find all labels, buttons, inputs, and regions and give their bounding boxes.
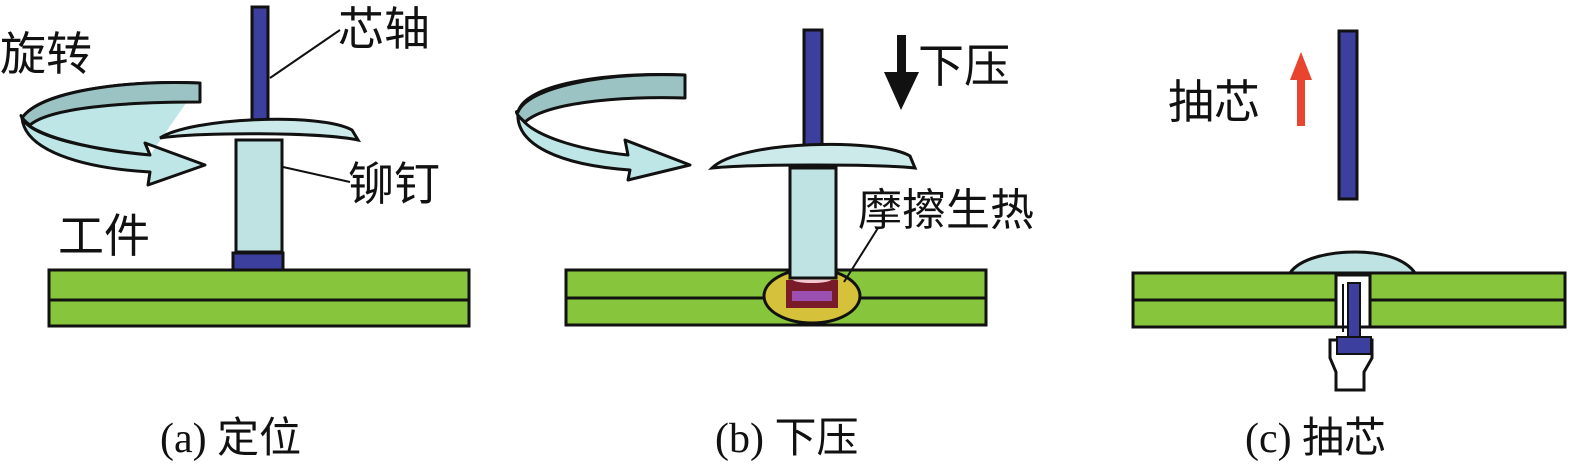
leader-line-rivet xyxy=(282,166,351,183)
caption-b: (b) 下压 xyxy=(715,416,858,462)
workpiece-plates xyxy=(47,268,471,328)
rivet-shank-a xyxy=(234,138,284,254)
label-rotation: 旋转 xyxy=(0,27,92,81)
caption-a: (a) 定位 xyxy=(160,415,301,462)
mandrel-c xyxy=(1337,29,1359,201)
label-rivet: 铆钉 xyxy=(348,157,440,211)
press-down-arrow-icon xyxy=(884,35,919,110)
label-mandrel: 芯轴 xyxy=(338,2,430,56)
rotation-arrow-icon xyxy=(19,81,207,187)
label-press: 下压 xyxy=(918,39,1010,93)
rivet-head-c xyxy=(1287,250,1418,275)
panel-a: 旋转 芯轴 铆钉 工件 (a) 定位 xyxy=(0,2,471,462)
label-friction-heat: 摩擦生热 xyxy=(858,185,1034,236)
caption-c: (c) 抽芯 xyxy=(1245,416,1386,462)
leader-line-friction-heat xyxy=(843,227,879,283)
rivet-shank-b xyxy=(788,166,838,280)
set-rivet xyxy=(1328,273,1374,392)
rivet-tail-a xyxy=(231,251,285,272)
panel-c: 抽芯 (c) 抽芯 xyxy=(1131,29,1567,462)
rivet-head-a xyxy=(159,117,362,143)
mandrel-b xyxy=(802,28,824,150)
label-pull-mandrel: 抽芯 xyxy=(1168,75,1260,129)
pull-up-arrow-icon xyxy=(1290,52,1312,126)
rotation-arrow-icon xyxy=(515,73,692,182)
mandrel-a xyxy=(250,5,270,122)
friction-heat-zone xyxy=(762,267,862,325)
label-workpiece: 工件 xyxy=(58,209,150,263)
leader-line-mandrel xyxy=(269,29,341,79)
rivet-head-b xyxy=(707,142,918,170)
panel-b: 下压 摩擦生热 (b) 下压 xyxy=(515,28,1034,462)
